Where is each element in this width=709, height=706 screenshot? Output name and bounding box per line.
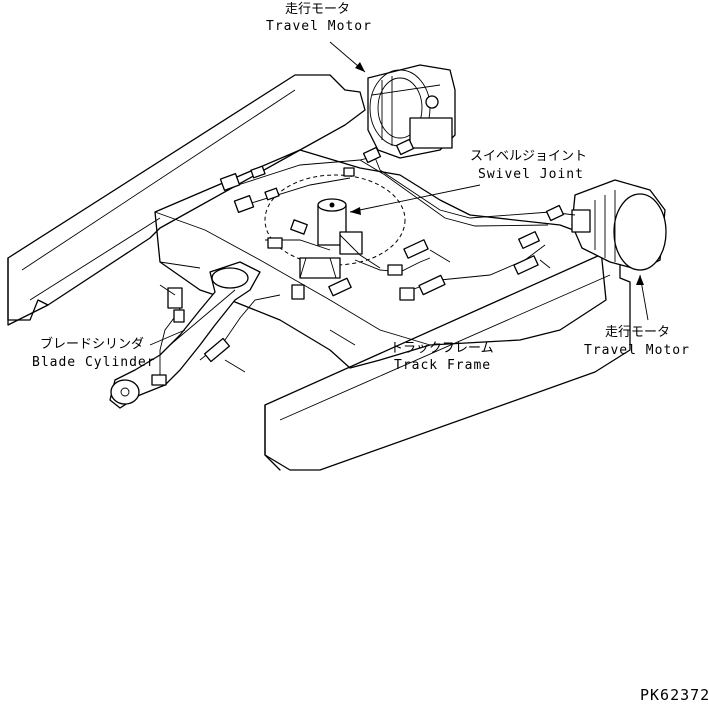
travel-motor-top-label: Travel Motor [266, 19, 372, 34]
leader-lines [149, 41, 649, 373]
track-frame-label: Track Frame [394, 358, 491, 373]
travel-motor-right-label: Travel Motor [584, 343, 690, 358]
travel-motor-top [367, 64, 456, 159]
blade-cylinder [109, 261, 261, 409]
track-frame-jp: トラックフレーム [390, 341, 494, 356]
blade-cylinder-jp: ブレードシリンダ [40, 336, 144, 352]
left-track-frame [7, 74, 366, 326]
travel-motor-top-jp: 走行モータ [285, 2, 350, 17]
travel-motor-right-jp: 走行モータ [605, 325, 670, 340]
swivel-joint-jp: スイベルジョイント [470, 149, 587, 164]
swivel-joint [264, 174, 406, 279]
center-frame-body [154, 149, 607, 369]
travel-motor-right [571, 179, 667, 271]
drawing-code: PK62372 [640, 686, 709, 704]
swivel-joint-label: Swivel Joint [478, 167, 584, 182]
hose-fittings [151, 138, 565, 386]
blade-cylinder-label: Blade Cylinder [32, 355, 156, 370]
